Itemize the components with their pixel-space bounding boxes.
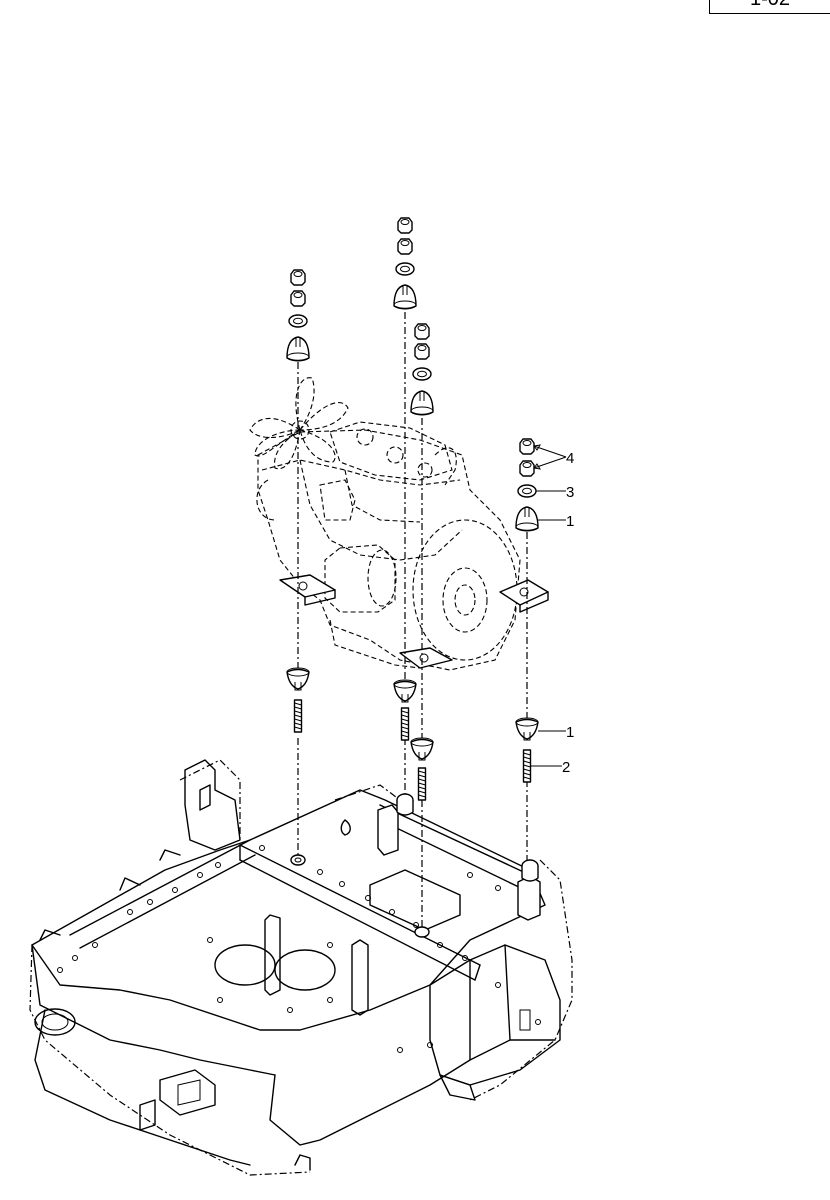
- callout-1-top: 1: [538, 513, 574, 530]
- engine-bracket-left: [279, 574, 336, 606]
- nut-icon: [519, 438, 535, 455]
- rubber-mount-icon: [410, 390, 434, 416]
- rubber-mount-icon: [515, 717, 539, 741]
- stud-bolt-icon: [293, 699, 303, 733]
- nut-icon: [397, 217, 413, 234]
- washer-icon: [288, 314, 308, 328]
- assembly-axis-lines: [297, 312, 528, 930]
- nut-icon: [414, 343, 430, 360]
- washer-icon: [395, 262, 415, 276]
- stud-bolt-icon: [522, 749, 532, 783]
- rubber-mount-icon: [286, 667, 310, 691]
- nut-icon: [397, 238, 413, 255]
- callout-4: 4: [533, 444, 574, 470]
- rubber-mount-icon: [515, 506, 539, 532]
- callout-1-bottom: 1: [538, 724, 574, 741]
- callout-3: 3: [536, 484, 574, 501]
- callout-label: 1: [566, 513, 574, 530]
- chassis-frame: [29, 759, 573, 1176]
- callout-label: 3: [566, 484, 574, 501]
- engine-bracket-right: [499, 579, 549, 613]
- callout-2: 2: [531, 759, 570, 776]
- nut-icon: [414, 323, 430, 340]
- fan-phantom: [249, 377, 349, 470]
- rubber-mount-icon: [410, 737, 434, 761]
- engine-bracket-center: [399, 647, 453, 669]
- page-code: 1-02: [709, 0, 830, 14]
- washer-icon: [517, 484, 537, 498]
- rubber-mount-icon: [393, 284, 417, 310]
- callout-label: 4: [566, 450, 574, 467]
- bolt-hole-pattern: [57, 845, 541, 1053]
- nut-icon: [519, 460, 535, 477]
- rubber-mount-icon: [286, 336, 310, 362]
- nut-icon: [290, 269, 306, 286]
- engine-phantom: [249, 377, 521, 671]
- stud-bolt-icon: [417, 767, 427, 801]
- rubber-mount-icon: [393, 679, 417, 703]
- callout-label: 2: [562, 759, 570, 776]
- washer-icon: [412, 367, 432, 381]
- nut-icon: [290, 290, 306, 307]
- callout-label: 1: [566, 724, 574, 741]
- stud-bolt-icon: [400, 707, 410, 741]
